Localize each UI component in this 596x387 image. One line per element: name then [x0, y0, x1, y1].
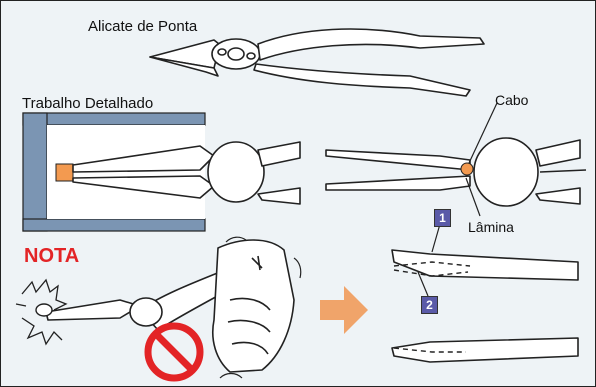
nota-label: NOTA — [24, 245, 79, 268]
workpiece-square — [56, 164, 73, 181]
lamina-label: Lâmina — [468, 219, 514, 235]
jaw-deformation-illustration — [392, 250, 578, 362]
badge2-leader-line — [418, 272, 428, 296]
pinched-object — [36, 304, 52, 316]
pliers-parts-illustration — [326, 138, 586, 206]
title-label: Alicate de Ponta — [88, 18, 197, 35]
long-nose-pliers-illustration — [150, 29, 484, 96]
right-arrow-icon — [320, 286, 368, 334]
pivot-highlight — [461, 163, 473, 175]
cabo-label: Cabo — [495, 92, 528, 108]
step-badge-1: 1 — [434, 209, 451, 227]
badge1-leader-line — [432, 224, 440, 252]
detail-work-label: Trabalho Detalhado — [22, 95, 153, 112]
no-symbol-icon — [148, 326, 200, 378]
step-badge-2: 2 — [421, 296, 438, 314]
